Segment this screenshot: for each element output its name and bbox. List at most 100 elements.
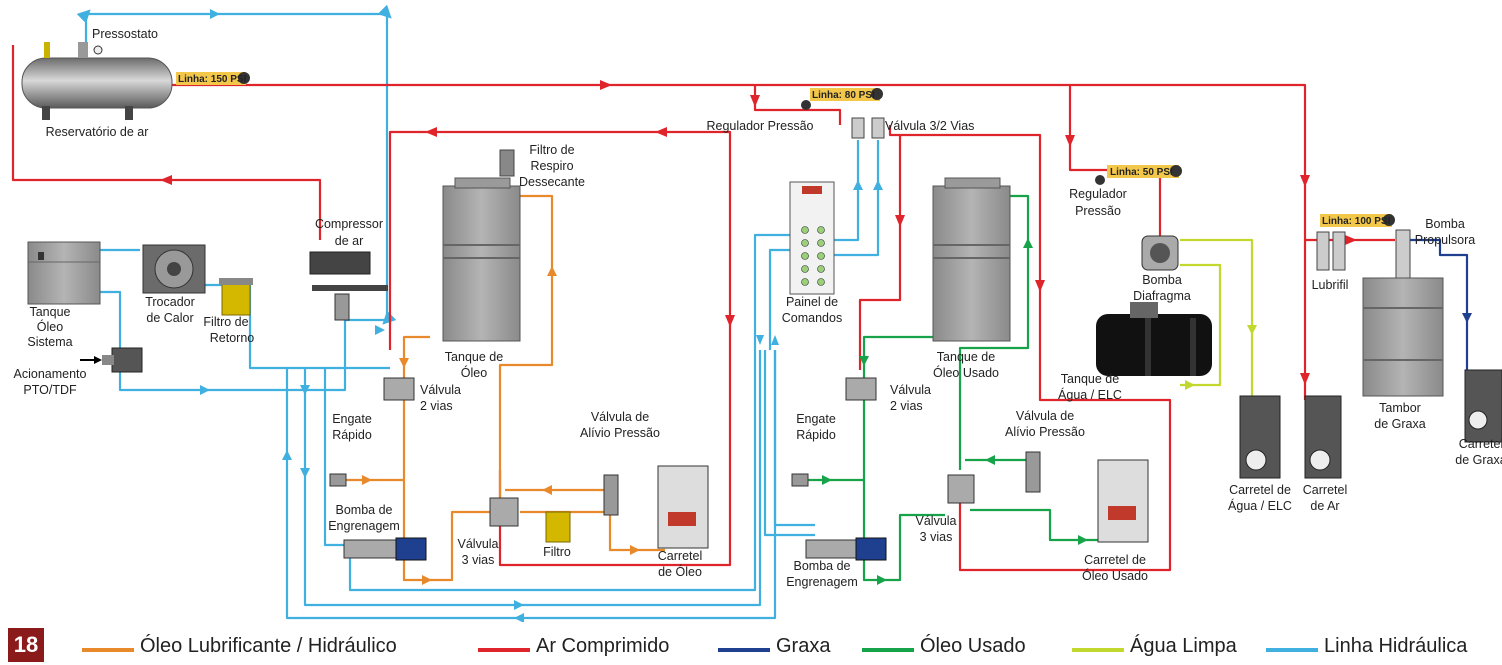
compressor-label-1: Compressor <box>315 217 383 231</box>
carretel-ar-label-1: Carretel <box>1303 483 1347 497</box>
grease-arrows <box>1462 313 1472 323</box>
quick-coupler-used <box>791 473 809 487</box>
pressure-tag-50: Linha: 50 PSI <box>1095 165 1182 185</box>
reel-oil <box>657 465 709 549</box>
lubrifil-label: Lubrifil <box>1312 278 1349 292</box>
valve-2way-oil <box>383 377 415 401</box>
legend-label-agua: Água Limpa <box>1130 635 1237 657</box>
pressure-tag-80: Linha: 80 PSI <box>801 88 883 110</box>
carretel-oleo-label-2: de Óleo <box>658 564 702 579</box>
filtro-label: Filtro <box>543 545 571 559</box>
quick-coupler-oil <box>329 473 347 487</box>
legend-swatch-graxa <box>718 648 770 652</box>
return-filter <box>219 278 253 316</box>
legend-label-graxa: Graxa <box>776 635 831 657</box>
heat-exchanger <box>142 244 206 294</box>
tanque-sistema-label-1: Tanque <box>29 305 70 319</box>
tanque-agua-label-1: Tanque de <box>1061 372 1119 386</box>
legend-swatch-hidraulica <box>1266 648 1318 652</box>
reel-used-oil <box>1097 459 1149 543</box>
carretel-agua-label-2: Água / ELC <box>1228 498 1292 513</box>
gear-pump-used <box>805 537 887 561</box>
valvula32-label: Válvula 3/2 Vias <box>885 119 974 133</box>
linha-100-label: Linha: 100 PSI <box>1322 216 1391 227</box>
reel-air <box>1304 395 1342 479</box>
carretel-ar-label-2: de Ar <box>1310 499 1339 513</box>
air-reservoir <box>21 42 173 120</box>
tanque-usado-label-1: Tanque de <box>937 350 995 364</box>
grease-pump <box>1395 229 1411 279</box>
carretel-graxa-label-1: Carretel <box>1459 437 1502 451</box>
reel-grease <box>1464 369 1502 443</box>
alivio-b-label-1: Válvula de <box>1016 409 1074 423</box>
legend-label-oleo: Óleo Lubrificante / Hidráulico <box>140 635 397 657</box>
valvula2b-label-2: 2 vias <box>890 399 923 413</box>
legend-item-oleo: Óleo Lubrificante / Hidráulico <box>82 632 397 658</box>
tanque-usado-label-2: Óleo Usado <box>933 365 999 380</box>
legend-item-ar: Ar Comprimido <box>478 632 669 658</box>
inline-filter <box>545 511 571 543</box>
valvula3b-label-1: Válvula <box>916 514 957 528</box>
pressure-tag-100: Linha: 100 PSI <box>1320 214 1395 227</box>
command-panel <box>789 181 835 295</box>
painel-label-1: Painel de <box>786 295 838 309</box>
tambor-label-1: Tambor <box>1379 401 1421 415</box>
bomba-eng-a-label-1: Bomba de <box>336 503 393 517</box>
gear-pump-oil <box>343 537 427 561</box>
grease-lines <box>1410 238 1469 375</box>
valve-3way-used <box>947 474 975 504</box>
lubrication-system-diagram: Linha: 150 PSI Linha: 80 PSI Linha: 50 P… <box>11 4 1502 622</box>
valvula2b-label-1: Válvula <box>890 383 931 397</box>
water-lines <box>1180 238 1254 410</box>
regulador1-label: Regulador Pressão <box>706 119 813 133</box>
carretel-usado-label-1: Carretel de <box>1084 553 1146 567</box>
diaphragm-pump <box>1141 235 1179 271</box>
oil-tank <box>442 149 521 342</box>
filtro-respiro-label-1: Filtro de <box>529 143 574 157</box>
pressure-tag-150: Linha: 150 PSI <box>176 72 250 85</box>
legend-swatch-ar <box>478 648 530 652</box>
regulador2-label-1: Regulador <box>1069 187 1127 201</box>
valve-3way-oil <box>489 497 519 527</box>
carretel-agua-label-1: Carretel de <box>1229 483 1291 497</box>
legend-item-hidraulica: Linha Hidráulica <box>1266 632 1467 658</box>
legend-item-graxa: Graxa <box>718 632 830 658</box>
valve-3-2 <box>851 117 885 139</box>
lubrifil <box>1316 231 1346 271</box>
bomba-diafragma-label-1: Bomba <box>1142 273 1182 287</box>
legend-label-hidraulica: Linha Hidráulica <box>1324 635 1468 657</box>
painel-label-2: Comandos <box>782 311 842 325</box>
valvula2a-label-2: 2 vias <box>420 399 453 413</box>
filtro-respiro-label-2: Respiro <box>530 159 573 173</box>
tanque-sistema-label-3: Sistema <box>27 335 72 349</box>
carretel-graxa-label-2: de Graxa <box>1455 453 1502 467</box>
linha-80-label: Linha: 80 PSI <box>812 90 875 101</box>
bomba-prop-label-1: Bomba <box>1425 217 1465 231</box>
valve-2way-used <box>845 377 877 401</box>
trocador-label-1: Trocador <box>145 295 195 309</box>
linha-50-label: Linha: 50 PSI <box>1110 167 1173 178</box>
legend-label-usado: Óleo Usado <box>920 635 1026 657</box>
tambor-label-2: de Graxa <box>1374 417 1425 431</box>
bomba-eng-b-label-2: Engrenagem <box>786 575 858 589</box>
legend-label-ar: Ar Comprimido <box>536 635 670 657</box>
filtro-retorno-label-1: Filtro de <box>203 315 248 329</box>
water-tank <box>1096 302 1212 376</box>
water-arrows <box>1185 325 1257 390</box>
pressostato-label: Pressostato <box>92 27 158 41</box>
acionamento-label-1: Acionamento <box>14 367 87 381</box>
alivio-b-label-2: Alívio Pressão <box>1005 425 1085 439</box>
tanque-oleo-label-2: Óleo <box>461 365 487 380</box>
engate-b-label-1: Engate <box>796 412 836 426</box>
linha-150-label: Linha: 150 PSI <box>178 74 247 85</box>
engate-a-label-2: Rápido <box>332 428 372 442</box>
compressor-label-2: de ar <box>335 234 364 248</box>
air-compressor <box>309 251 388 321</box>
filtro-respiro-label-3: Dessecante <box>519 175 585 189</box>
pto-drive <box>80 347 143 373</box>
alivio-a-label-2: Alívio Pressão <box>580 426 660 440</box>
valvula3b-label-2: 3 vias <box>920 530 953 544</box>
system-oil-tank <box>27 241 101 305</box>
carretel-usado-label-2: Óleo Usado <box>1082 568 1148 583</box>
relief-valve-used <box>1025 451 1041 493</box>
